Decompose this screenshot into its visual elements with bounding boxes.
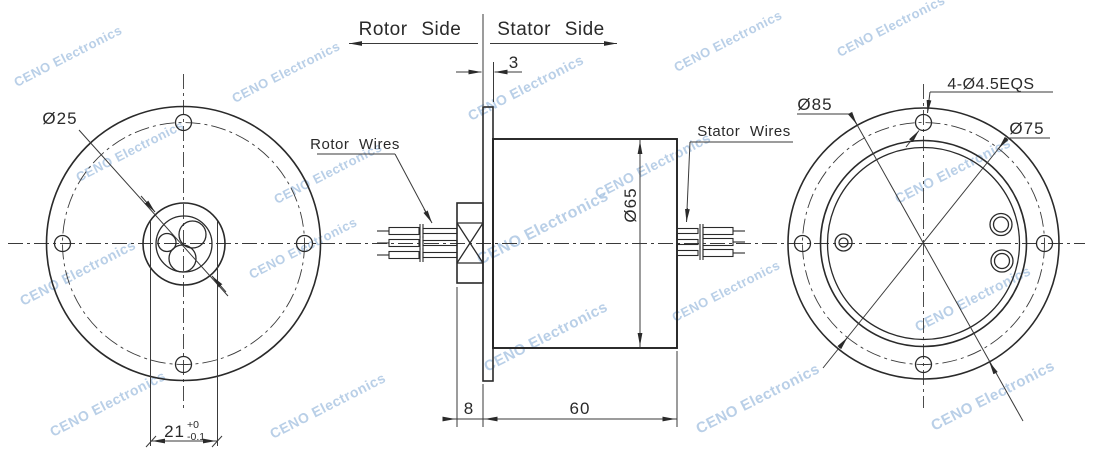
- watermark-text: CENO Electronics: [693, 360, 822, 437]
- watermark-text: CENO Electronics: [17, 236, 138, 308]
- stator-wires: [676, 224, 745, 260]
- watermark-text: CENO Electronics: [475, 188, 612, 269]
- rear-features: [834, 212, 1014, 273]
- stator-wires-callout: Stator Wires: [685, 123, 793, 223]
- dim-lengths: 8 60: [442, 287, 678, 427]
- dim-flat-width: 21 +0 -0.1: [145, 419, 223, 448]
- rear-hole: [993, 252, 1011, 270]
- dim-rotor-bore: Ø25: [42, 109, 229, 297]
- watermark-text: CENO Electronics: [229, 38, 342, 106]
- mounting-hole: [174, 355, 193, 374]
- body-outline: [819, 139, 1028, 348]
- wire: [676, 235, 745, 249]
- dim-rotor-bore-text: Ø25: [42, 109, 77, 128]
- wire: [377, 248, 458, 262]
- stator-face-view: Ø85 Ø75 4-Ø4.5EQS: [787, 76, 1060, 422]
- rotor-wires: [377, 224, 458, 262]
- mounting-holes: [53, 113, 314, 374]
- mounting-hole: [793, 234, 812, 253]
- dim-flat-width-text: 21: [164, 422, 185, 441]
- rotor-boss-outline: [142, 202, 226, 286]
- mounting-hole: [1035, 234, 1054, 253]
- watermark-text: CENO Electronics: [11, 22, 124, 90]
- wire: [676, 224, 745, 238]
- rear-hole: [834, 233, 853, 252]
- watermark-text: CENO Electronics: [834, 0, 947, 60]
- watermark-text: CENO Electronics: [481, 298, 610, 375]
- rear-hole: [992, 216, 1010, 233]
- wire: [377, 236, 458, 250]
- wire-exit-holes: [157, 220, 207, 273]
- wire-hole: [157, 232, 177, 253]
- watermark-text: CENO Electronics: [671, 7, 784, 75]
- dim-flat-tol-lower: -0.1: [187, 431, 205, 443]
- mounting-hole: [914, 113, 933, 132]
- bolt-circle: [62, 122, 305, 365]
- rotor-side-label: Rotor Side: [359, 19, 462, 40]
- wire: [377, 224, 458, 238]
- dim-hub-length-text: 8: [464, 399, 474, 418]
- watermark-text: CENO Electronics: [669, 257, 782, 325]
- rotor-wires-callout: Rotor Wires: [310, 136, 433, 224]
- rotor-wires-label: Rotor Wires: [310, 136, 400, 153]
- mounting-hole: [174, 113, 193, 132]
- dim-body-length-text: 60: [570, 399, 591, 418]
- mounting-hole: [53, 234, 72, 253]
- flange-outline: [45, 105, 322, 382]
- dim-mounting-holes-text: 4-Ø4.5EQS: [947, 76, 1034, 93]
- dim-body-diameter: Ø65: [621, 140, 643, 347]
- rear-hole: [838, 237, 849, 248]
- dim-flange-thickness: 3: [456, 53, 522, 102]
- dim-bolt-circle-text: Ø75: [1009, 119, 1044, 138]
- watermark-text: CENO Electronics: [592, 129, 713, 201]
- wire-hole: [178, 220, 207, 249]
- flange-outline: [787, 107, 1060, 380]
- dim-bolt-circle: Ø75: [822, 119, 1050, 369]
- mounting-hole: [295, 234, 314, 253]
- dim-flat-tol-upper: +0: [187, 419, 199, 431]
- cover-outline: [826, 146, 1021, 341]
- side-section-view: Rotor Side Stator Side 3: [310, 14, 793, 427]
- watermark-text: CENO Electronics: [267, 369, 388, 441]
- rotor-face-view: Ø25 21 +0 -0.1: [42, 74, 322, 448]
- mounting-hole: [914, 355, 933, 374]
- wire: [676, 246, 745, 260]
- hub-cross-hatch: [456, 222, 484, 264]
- bolt-circle: [802, 122, 1045, 365]
- dim-flange-thickness-text: 3: [509, 53, 519, 72]
- stator-wires-label: Stator Wires: [697, 123, 791, 140]
- dim-body-diameter-text: Ø65: [621, 187, 640, 222]
- dim-flange-diameter: Ø85: [797, 95, 1024, 422]
- mounting-holes: [793, 113, 1054, 374]
- dim-flange-diameter-text: Ø85: [797, 95, 832, 114]
- dim-mounting-holes: 4-Ø4.5EQS: [905, 76, 1053, 148]
- stator-side-label: Stator Side: [497, 19, 605, 40]
- rear-hole: [990, 249, 1014, 273]
- watermark-text: CENO Electronics: [73, 117, 186, 185]
- rear-hole: [989, 212, 1013, 237]
